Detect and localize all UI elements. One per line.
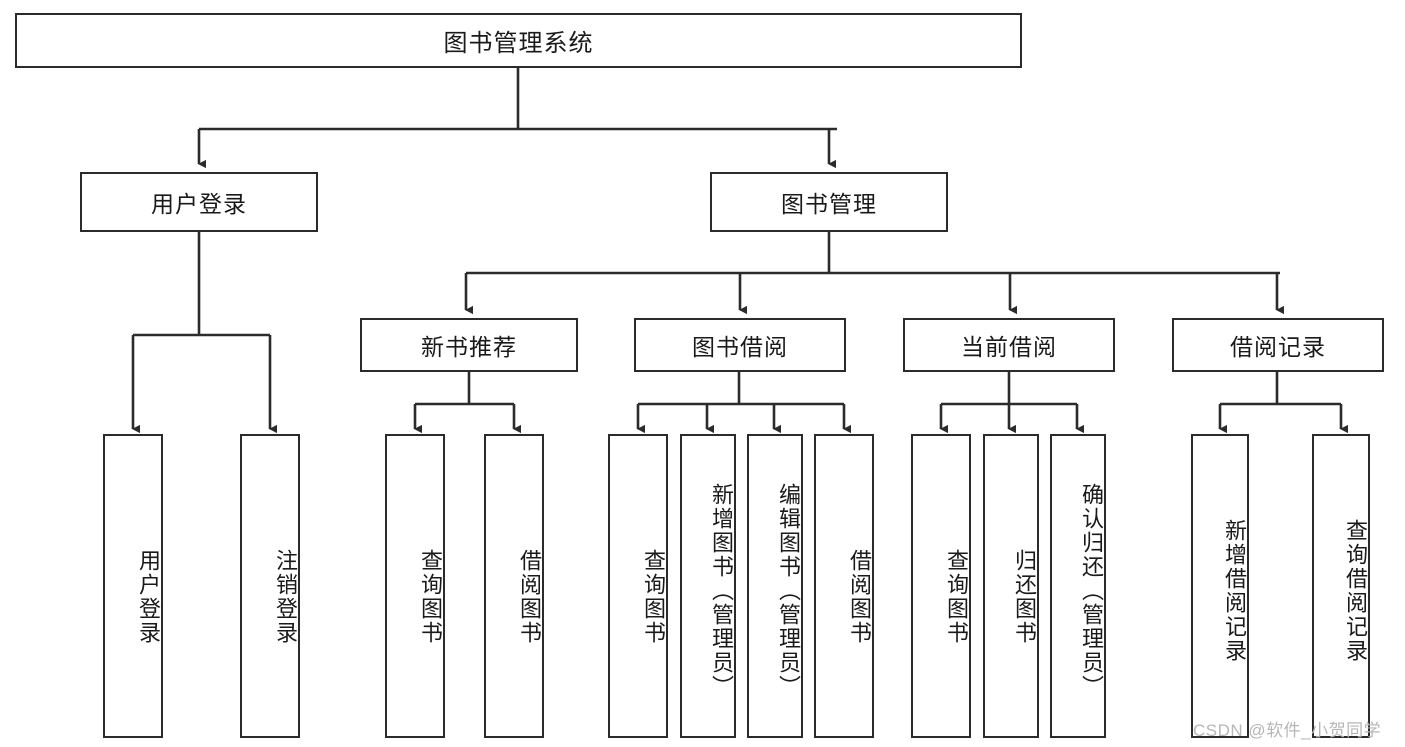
- leaf-add-borrow-record[interactable]: 新增借阅记录: [1191, 434, 1249, 738]
- leaf-add-book-admin[interactable]: 新增图书（管理员）: [680, 434, 736, 738]
- node-borrow-records[interactable]: 借阅记录: [1172, 318, 1384, 372]
- leaf-logout[interactable]: 注销登录: [240, 434, 300, 738]
- leaf-user-login[interactable]: 用户登录: [103, 434, 163, 738]
- leaf-confirm-return-admin[interactable]: 确认归还（管理员）: [1050, 434, 1106, 738]
- leaf-query-books-recommendation[interactable]: 查询图书: [385, 434, 445, 738]
- node-book-management[interactable]: 图书管理: [710, 172, 948, 232]
- node-root-book-management-system[interactable]: 图书管理系统: [15, 13, 1022, 68]
- leaf-return-books[interactable]: 归还图书: [983, 434, 1039, 738]
- leaf-borrow-books[interactable]: 借阅图书: [814, 434, 874, 738]
- node-current-borrow[interactable]: 当前借阅: [903, 318, 1115, 372]
- leaf-query-books-current[interactable]: 查询图书: [911, 434, 971, 738]
- leaf-edit-book-admin[interactable]: 编辑图书（管理员）: [747, 434, 803, 738]
- node-new-book-recommendation[interactable]: 新书推荐: [360, 318, 578, 372]
- leaf-borrow-books-recommendation[interactable]: 借阅图书: [484, 434, 544, 738]
- node-user-login[interactable]: 用户登录: [80, 172, 318, 232]
- csdn-watermark: CSDN @软件_小贺同学: [1193, 721, 1382, 740]
- leaf-query-borrow-record[interactable]: 查询借阅记录: [1312, 434, 1370, 738]
- node-book-borrow[interactable]: 图书借阅: [634, 318, 846, 372]
- leaf-query-books-borrow[interactable]: 查询图书: [608, 434, 668, 738]
